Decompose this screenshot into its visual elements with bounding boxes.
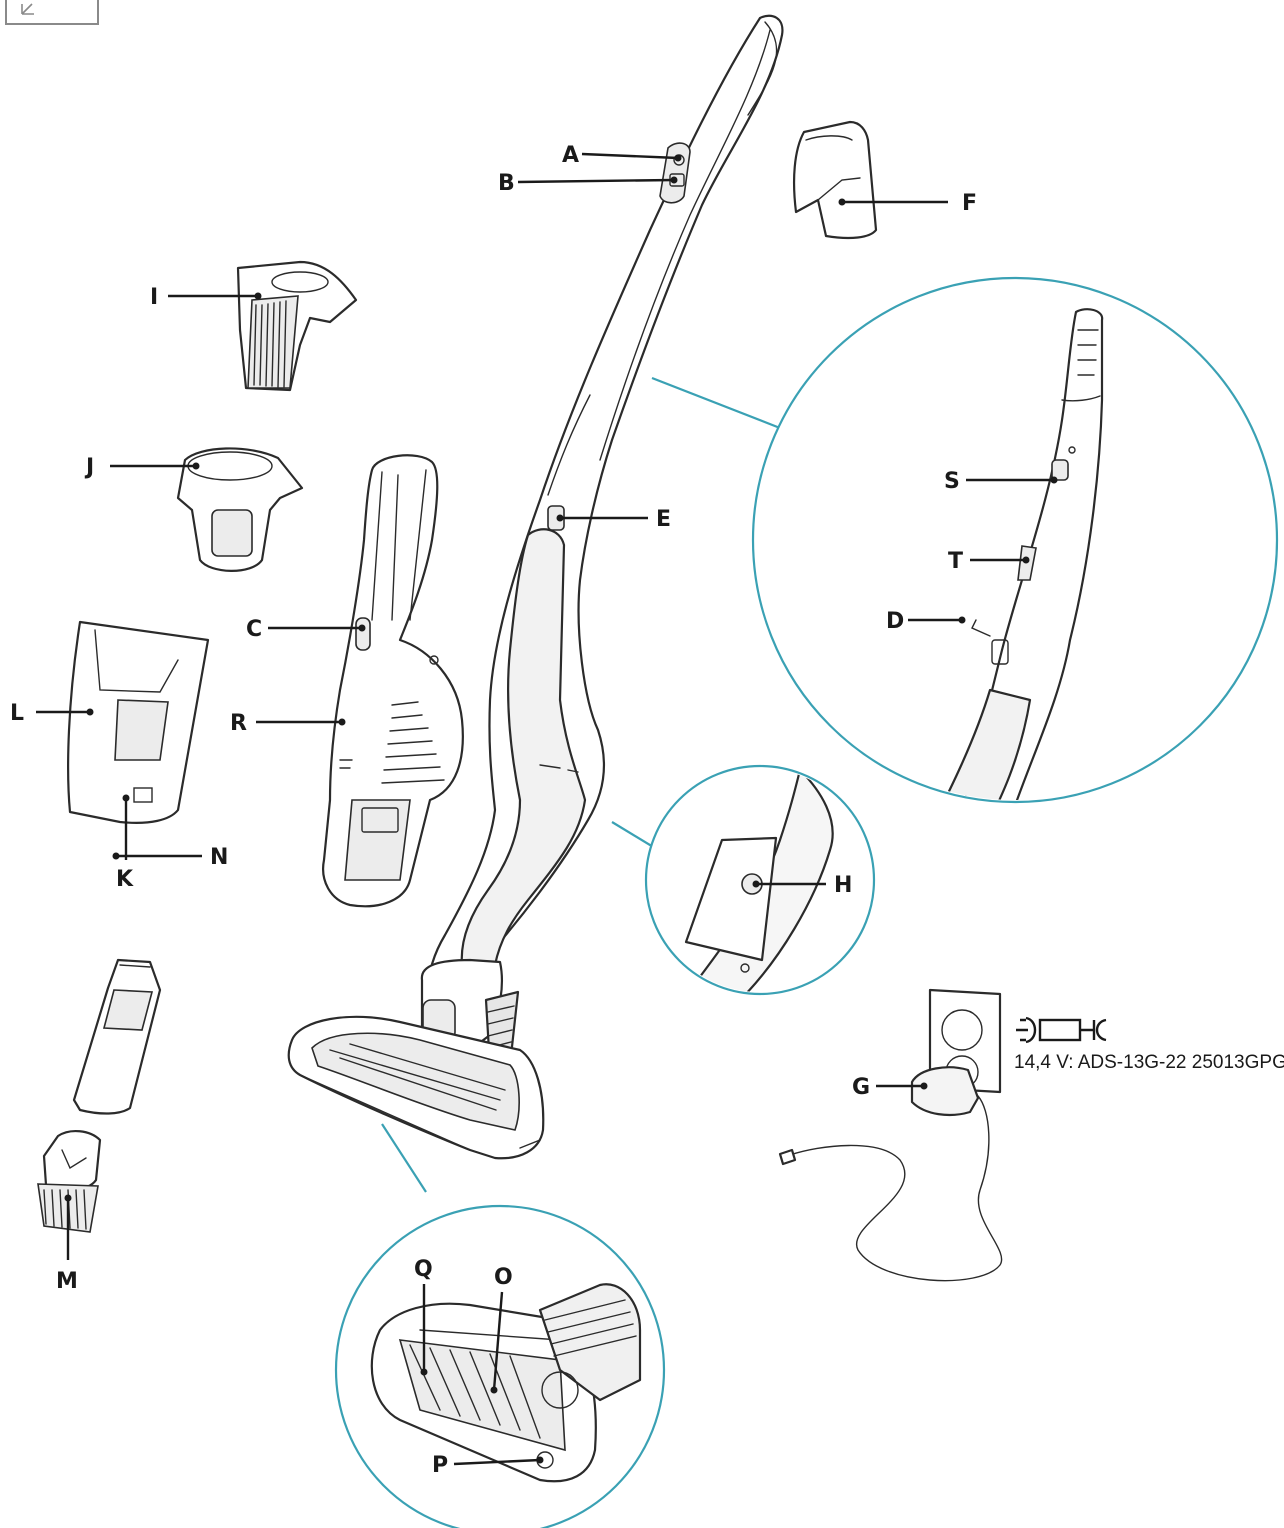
polarity-icon [1016,1016,1107,1044]
label-l: L [10,701,24,726]
label-k: K [116,867,134,892]
leader-lines [36,152,1058,1466]
charger-spec-text: 14,4 V: ADS-13G-22 25013GPG [1014,1052,1284,1073]
label-a: A [562,143,579,168]
label-m: M [56,1269,78,1294]
part-i-filter [236,260,358,392]
label-f: F [962,191,977,216]
part-g-charger [778,988,1003,1282]
label-o: O [494,1265,513,1290]
label-i: I [150,285,158,310]
label-c: C [246,617,262,642]
label-t: T [948,549,963,574]
label-b: B [498,171,515,196]
vacuum-main-body [287,14,784,1160]
label-q: Q [414,1257,433,1282]
part-j-filter [176,447,304,572]
callout-nozzle-underside [334,1123,666,1528]
label-j: J [84,455,94,480]
label-d: D [886,609,904,634]
label-e: E [656,507,671,532]
back-arrow-icon[interactable] [5,0,99,25]
label-r: R [230,711,247,736]
label-g: G [852,1075,870,1100]
part-labels: A B E F I J C L R K N M G H S T D Q O P [10,143,977,1478]
label-n: N [210,845,228,870]
label-s: S [944,469,960,494]
label-h: H [834,873,852,898]
label-p: P [432,1453,448,1478]
callout-handle-detail [651,276,1279,804]
part-n-battery [72,958,162,1115]
part-f-holder [792,120,878,240]
handheld-unit [322,454,464,908]
part-l-dust-container [67,620,210,824]
